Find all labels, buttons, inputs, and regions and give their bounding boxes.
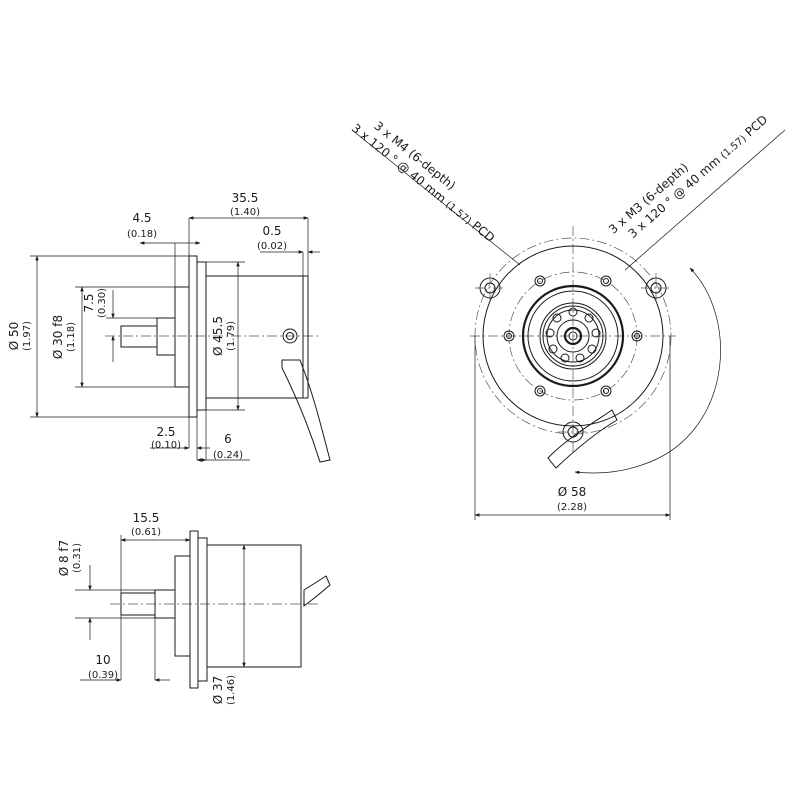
flange-thickness-mm: 4.5 xyxy=(132,211,151,225)
rear-gap-mm: 0.5 xyxy=(262,224,281,238)
front-view: 3 x M4 (6-depth) 3 x 120 ° @ 40 mm (1.57… xyxy=(349,112,786,520)
rear-gap-in: (0.02) xyxy=(257,241,287,252)
body-length-mm: 35.5 xyxy=(232,191,259,205)
flange-thickness-in: (0.18) xyxy=(127,229,157,240)
shaft-length-in: (0.61) xyxy=(131,527,161,538)
spigot-depth-in: (0.10) xyxy=(151,440,181,451)
m3-callout-line2-pcd: PCD xyxy=(740,112,771,141)
shaft-flat-in: (0.39) xyxy=(88,670,118,681)
m4-callout-line2: 3 x 120 ° @ 40 mm (1.57) PCD xyxy=(349,121,498,245)
flange-dia-in: (1.97) xyxy=(22,321,33,351)
spigot-dia-in: (1.18) xyxy=(66,322,77,352)
spigot-depth-mm: 2.5 xyxy=(156,425,175,439)
body-length-in: (1.40) xyxy=(230,207,260,218)
m3-callout-line2: 3 x 120 ° @ 40 mm (1.57) PCD xyxy=(626,112,771,240)
body-dia-37-mm: Ø 37 xyxy=(211,676,225,705)
shaft-dia-in: (0.31) xyxy=(72,543,83,573)
flange-dia-mm: Ø 50 xyxy=(7,322,21,351)
outer-dia-mm: Ø 58 xyxy=(558,485,587,499)
shaft-dia-mm: Ø 8 f7 xyxy=(57,540,71,577)
m4-callout-line2-pcd: PCD xyxy=(466,216,497,245)
flange-width-mm: 6 xyxy=(224,432,232,446)
flange-width-in: (0.24) xyxy=(213,450,243,461)
side-view: 4.5 (0.18) 35.5 (1.40) 0.5 (0.02) Ø 50 (… xyxy=(7,191,331,463)
bottom-view: 15.5 (0.61) Ø 8 f7 (0.31) 10 (0.39) Ø 37… xyxy=(57,511,331,705)
shaft-height-in: (0.30) xyxy=(97,288,108,318)
body-dia-37-in: (1.46) xyxy=(226,675,237,705)
shaft-length-mm: 15.5 xyxy=(133,511,160,525)
shaft-flat-mm: 10 xyxy=(95,653,110,667)
outer-dia-in: (2.28) xyxy=(557,502,587,513)
body-dia-in: (1.79) xyxy=(226,321,237,351)
body-dia-mm: Ø 45.5 xyxy=(211,316,225,356)
shaft-height-mm: 7.5 xyxy=(82,293,96,312)
spigot-dia-mm: Ø 30 f8 xyxy=(51,315,65,359)
